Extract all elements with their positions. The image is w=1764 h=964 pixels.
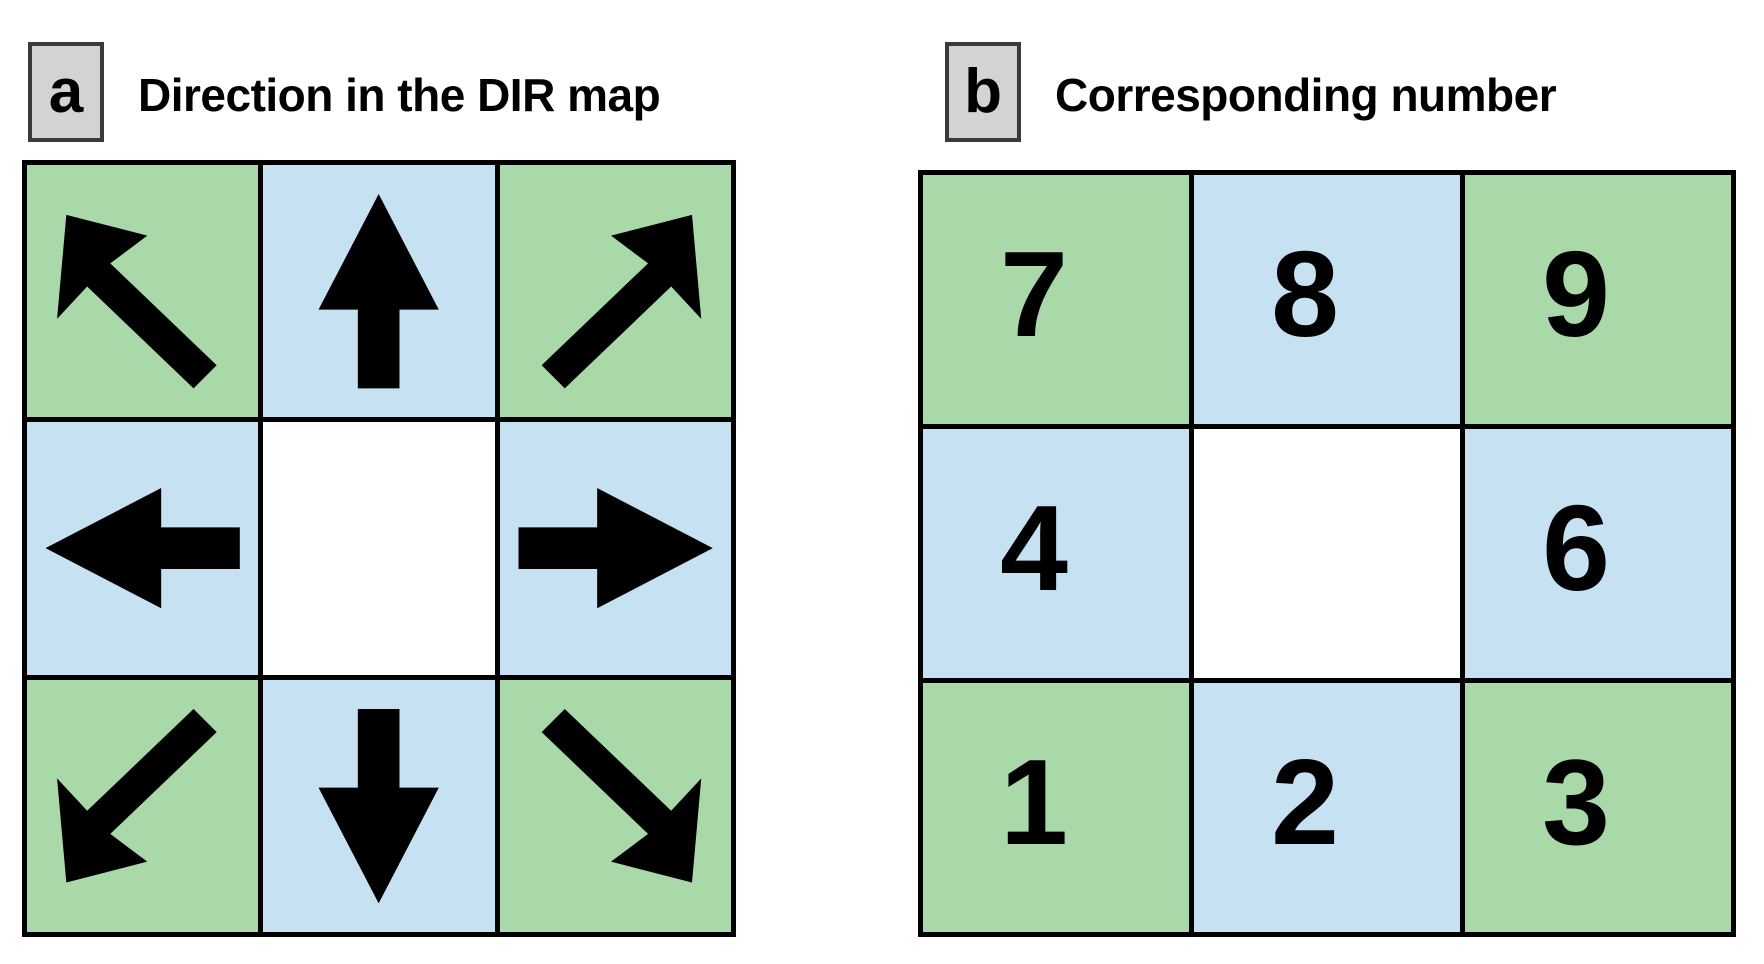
grid-cell-left[interactable] — [27, 422, 259, 675]
panel-a-title: Direction in the DIR map — [138, 69, 661, 121]
number-cell-center[interactable] — [1194, 429, 1460, 678]
number-cell-right[interactable]: 6 — [1465, 429, 1731, 678]
grid-cell-up-right[interactable] — [499, 165, 731, 418]
grid-cell-down[interactable] — [263, 679, 495, 932]
panel-a-tag: a — [28, 42, 104, 142]
number-label: 1 — [1000, 733, 1068, 870]
grid-cell-down-right[interactable] — [499, 679, 731, 932]
grid-cell-center[interactable] — [263, 422, 495, 675]
arrow-up-right-icon — [541, 214, 701, 389]
panel-a-header: a Direction in the DIR map — [28, 0, 661, 150]
number-cell-down-left[interactable]: 1 — [923, 683, 1189, 932]
number-label: 6 — [1542, 479, 1610, 616]
direction-grid — [22, 160, 736, 937]
number-cell-down-right[interactable]: 3 — [1465, 683, 1731, 932]
arrow-down-icon — [318, 708, 440, 903]
number-grid: 7 8 9 4 6 1 2 3 — [918, 170, 1736, 937]
number-cell-up-right[interactable]: 9 — [1465, 175, 1731, 424]
arrow-down-left-icon — [57, 708, 217, 883]
panel-b-title: Corresponding number — [1055, 69, 1557, 121]
number-label: 2 — [1271, 733, 1339, 870]
panel-b: b Corresponding number 7 8 9 4 6 — [890, 0, 1764, 964]
number-cell-up[interactable]: 8 — [1194, 175, 1460, 424]
number-cell-left[interactable]: 4 — [923, 429, 1189, 678]
number-label: 4 — [1000, 479, 1068, 616]
grid-cell-right[interactable] — [499, 422, 731, 675]
grid-cell-up[interactable] — [263, 165, 495, 418]
number-label: 7 — [1000, 225, 1068, 362]
arrow-up-icon — [318, 194, 440, 389]
number-label: 8 — [1271, 225, 1339, 362]
grid-cell-up-left[interactable] — [27, 165, 259, 418]
number-label: 3 — [1542, 733, 1610, 870]
arrow-right-icon — [518, 488, 713, 609]
number-label: 9 — [1542, 225, 1610, 362]
panel-b-header: b Corresponding number — [945, 0, 1557, 150]
panel-b-tag: b — [945, 42, 1021, 142]
arrow-up-left-icon — [57, 214, 217, 389]
panel-a: a Direction in the DIR map — [0, 0, 830, 964]
arrow-left-icon — [45, 488, 240, 609]
number-cell-up-left[interactable]: 7 — [923, 175, 1189, 424]
arrow-down-right-icon — [541, 708, 701, 883]
grid-cell-down-left[interactable] — [27, 679, 259, 932]
number-cell-down[interactable]: 2 — [1194, 683, 1460, 932]
